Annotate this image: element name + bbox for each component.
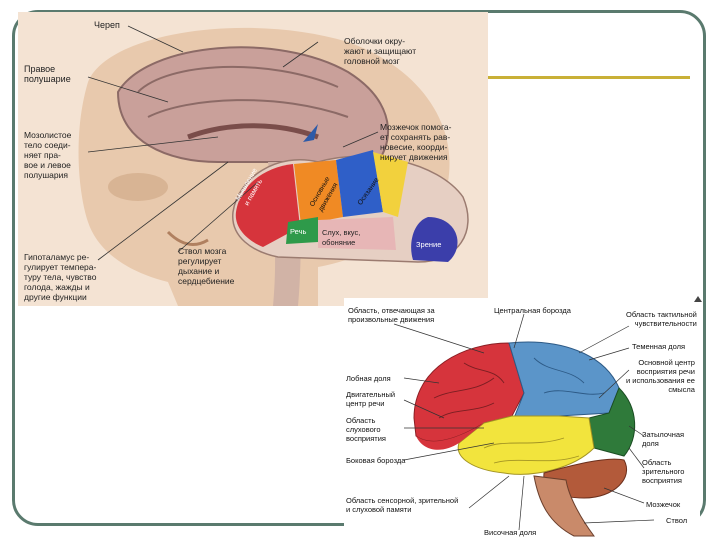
sulci-yellow [483,437,580,464]
label-right-hemisphere: Правое полушарие [24,64,71,84]
head-brain-drawing [78,25,469,306]
label-skull: Череп [94,20,120,30]
corpus-callosum-shape [187,123,319,140]
lips [166,230,209,246]
up-arrow-icon [694,296,702,302]
sulci-blue [533,357,605,395]
label-auditory-area: Область слухового восприятия [346,416,386,443]
head-brain-illustration: Череп Оболочки окру- жают и защищают гол… [18,12,488,306]
label-parietal-lobe: Теменная доля [632,342,686,351]
accent-bar [484,76,690,79]
label-occipital-lobe: Затылочная доля [642,430,685,448]
brain-lobes-drawing [393,313,655,537]
leader-lines [87,25,379,261]
label-speech-center: Основной центр восприятия речи и использ… [626,358,695,394]
brainstem-shape [533,475,595,537]
label-region-speech: Речь [290,227,307,236]
label-temporal-lobe: Височная доля [484,528,537,537]
region-thinking-memory [235,164,300,247]
label-cerebellum: Мозжечок помога- ет сохранять рав- новес… [380,122,452,162]
gyri-line [147,99,349,118]
label-meninges: Оболочки окру- жают и защищают головной … [344,36,417,66]
label-frontal-lobe: Лобная доля [346,374,391,383]
label-motor-area: Область, отвечающая за произвольные движ… [348,306,435,324]
frontal-lower [416,423,484,450]
label-central-sulcus: Центральная борозда [494,306,571,315]
region-speech [286,217,318,244]
brain-section [116,46,389,163]
label-tactile-area: Область тактильной чувствительности [626,310,697,328]
eye-area [108,173,168,201]
label-brainstem: Ствол мозга регулирует дыхание и сердцеб… [178,246,235,286]
sulci-red [433,362,505,419]
region-hearing [318,217,396,250]
arrow-icon [303,124,318,142]
label-motor-speech: Двигательный центр речи [346,390,396,408]
label-visual-area: Область зрительного восприятия [642,458,685,485]
brain-lobes-diagram: Область, отвечающая за произвольные движ… [344,298,700,538]
parietal-lobe [508,341,620,419]
region-movement-blue [336,150,383,217]
label-hypothalamus: Гипоталамус ре- гулирует темпера- туру т… [24,252,97,302]
label-corpus-callosum: Мозолистое тело соеди- няет пра- вое и л… [24,130,72,180]
label-sensory-memory: Область сенсорной, зрительной и слуховой… [346,496,459,514]
label-lateral-sulcus: Боковая борозда [346,456,406,465]
region-sensation [373,152,408,217]
leader-lines [393,313,655,531]
label-brainstem-lower: Ствол [666,516,688,525]
label-cerebellum-lower: Мозжечок [646,500,681,509]
gyri-line [137,65,339,93]
region-movement [294,160,343,225]
label-region-hearing: Слух, вкус, обоняние [322,228,361,247]
region-vision [411,217,458,262]
label-region-vision: Зрение [416,240,442,249]
